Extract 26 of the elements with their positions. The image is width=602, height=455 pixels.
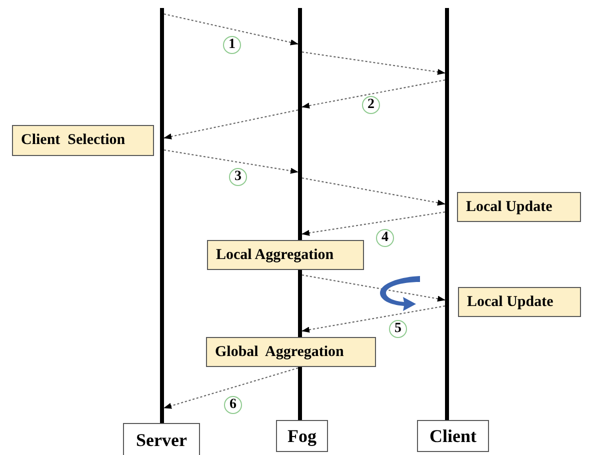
edge-label: 5 <box>389 320 407 338</box>
actor-box: Server <box>123 423 200 455</box>
edge-label: 2 <box>362 96 380 114</box>
message-arrow <box>164 109 298 140</box>
process-box: Local Update <box>457 192 581 222</box>
lifeline <box>445 8 449 420</box>
edge-label: 1 <box>223 36 241 54</box>
message-arrow <box>164 367 298 409</box>
message-arrow <box>302 305 446 333</box>
process-box: Client Selection <box>12 125 154 156</box>
actor-box: Client <box>417 420 489 452</box>
edge-label: 4 <box>376 229 394 247</box>
message-arrow <box>164 13 298 46</box>
message-arrow <box>164 149 298 174</box>
actor-box: Fog <box>276 420 328 452</box>
message-arrow <box>302 51 446 75</box>
process-box: Local Aggregation <box>207 240 364 270</box>
message-arrow <box>302 211 446 236</box>
message-arrow <box>302 177 446 206</box>
process-box: Local Update <box>458 287 581 317</box>
lifeline <box>160 8 164 424</box>
edge-label: 6 <box>224 396 242 414</box>
message-arrow <box>302 79 446 109</box>
edge-label: 3 <box>229 168 247 186</box>
process-box: Global Aggregation <box>206 337 376 367</box>
message-arrow <box>302 274 446 302</box>
